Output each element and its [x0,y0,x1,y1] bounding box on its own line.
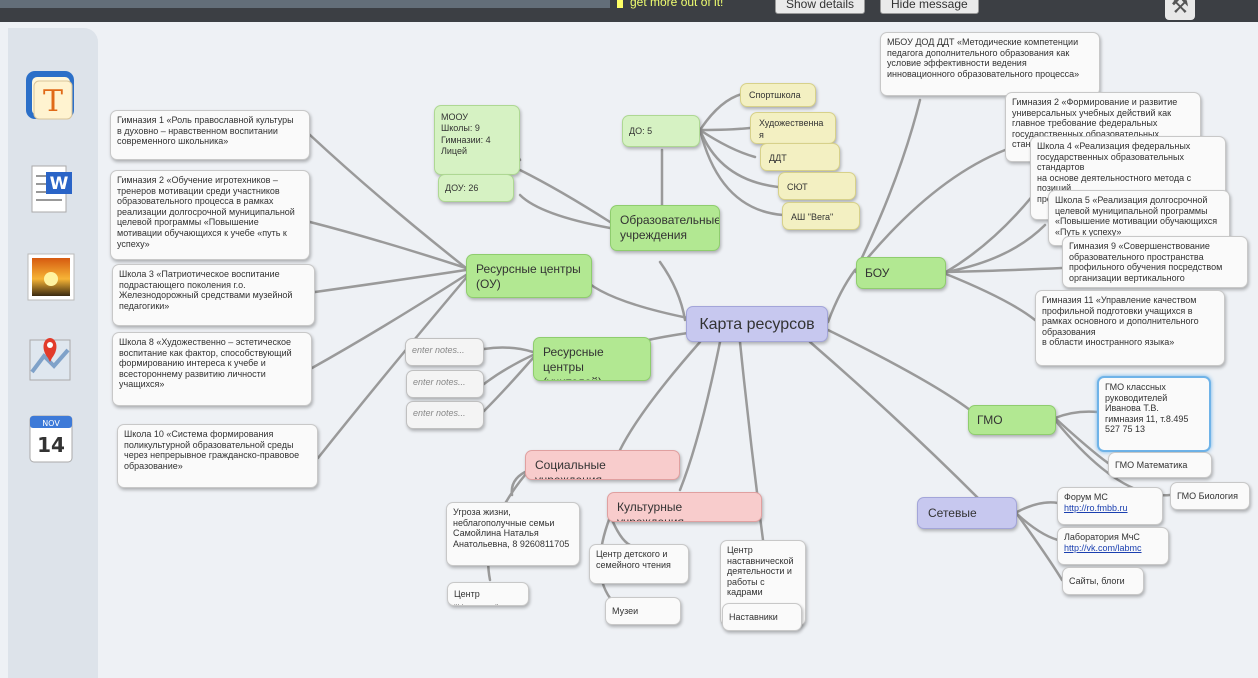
node-mentors[interactable]: Наставники [722,603,802,631]
node-gmo-class-teachers[interactable]: ГМО классных руководителей Иванова Т.В. … [1097,376,1211,452]
node-reading-center[interactable]: Центр детского и семейного чтения [589,544,689,584]
hide-message-button[interactable]: Hide message [880,0,979,14]
forum-title: Форум МС [1064,492,1108,502]
note-bou[interactable]: Гимназия 9 «Совершенствование образовате… [1062,236,1248,288]
central-topic-node[interactable]: Карта ресурсов [686,306,828,342]
node-gmo-math[interactable]: ГМО Математика [1108,452,1212,478]
empty-note[interactable]: enter notes... [406,401,484,429]
lab-title: Лаборатория МчС [1064,532,1140,542]
branch-cultural-institutions[interactable]: Культурные учреждения [607,492,762,522]
branch-network-resources[interactable]: Сетевые ресурсы [917,497,1017,529]
branch-bou[interactable]: БОУ [856,257,946,289]
calendar-day: 14 [37,433,65,457]
node-museums[interactable]: Музеи [605,597,681,625]
text-icon[interactable]: T [20,65,82,127]
calendar-month: NOV [42,419,60,428]
notification-background [0,0,610,8]
branch-educational-institutions[interactable]: Образовательные учреждения [610,205,720,251]
note-bou[interactable]: Гимназия 11 «Управление качеством профил… [1035,290,1225,366]
note-ou[interactable]: Школа 10 «Система формирования поликульт… [117,424,318,488]
svg-text:T: T [43,84,63,119]
note-ou[interactable]: Школа 8 «Художественно – эстетическое во… [112,332,312,406]
map-pin-icon[interactable] [20,328,82,390]
notification-marker [617,0,623,8]
tools-icon[interactable]: ⚒ [1165,0,1195,20]
node-do-item[interactable]: АШ "Вега" [782,202,860,230]
node-dou[interactable]: ДОУ: 26 [438,174,514,202]
node-lab[interactable]: Лаборатория МчС http://vk.com/labmc [1057,527,1169,565]
word-doc-icon[interactable]: W [20,158,82,220]
show-details-button[interactable]: Show details [775,0,866,14]
notification-text[interactable]: get more out of it! [630,0,724,9]
node-moou[interactable]: МООУ Школы: 9 Гимназии: 4 Лицей [434,105,520,175]
calendar-icon[interactable]: NOV 14 [20,408,82,470]
node-do-item[interactable]: Художественна я [750,112,836,144]
empty-note[interactable]: enter notes... [405,338,484,366]
lab-link[interactable]: http://vk.com/labmc [1064,542,1142,553]
svg-text:W: W [50,174,69,194]
node-nadezhda[interactable]: Центр "Надежда" [447,582,529,606]
note-bou[interactable]: МБОУ ДОД ДДТ «Методические компетенции п… [880,32,1100,96]
branch-social-institutions[interactable]: Социальные учреждения [525,450,680,480]
branch-gmo[interactable]: ГМО [968,405,1056,435]
note-social[interactable]: Угроза жизни, неблагополучные семьи Само… [446,502,580,566]
top-notification-bar: get more out of it! Show details Hide me… [0,0,1258,22]
node-do-item[interactable]: СЮТ [778,172,856,200]
side-dock: T W NOV 14 [8,28,98,678]
node-do-item[interactable]: Спортшкола [740,83,816,107]
node-do[interactable]: ДО: 5 [622,115,700,147]
node-gmo-bio[interactable]: ГМО Биология [1170,482,1250,510]
note-ou[interactable]: Гимназия 2 «Обучение игротехников – трен… [110,170,310,260]
branch-resource-centers-teachers[interactable]: Ресурсные центры (учителей) [533,337,651,381]
empty-note[interactable]: enter notes... [406,370,484,398]
branch-resource-centers-ou[interactable]: Ресурсные центры (ОУ) [466,254,592,298]
note-ou[interactable]: Гимназия 1 «Роль православной культуры в… [110,110,310,160]
note-ou[interactable]: Школа 3 «Патриотическое воспитание подра… [112,264,315,326]
node-sites-blogs[interactable]: Сайты, блоги [1062,567,1144,595]
node-do-item[interactable]: ДДТ [760,143,840,171]
image-icon[interactable] [20,246,82,308]
forum-link[interactable]: http://ro.fmbb.ru [1064,502,1128,513]
node-forum[interactable]: Форум МС http://ro.fmbb.ru [1057,487,1163,525]
